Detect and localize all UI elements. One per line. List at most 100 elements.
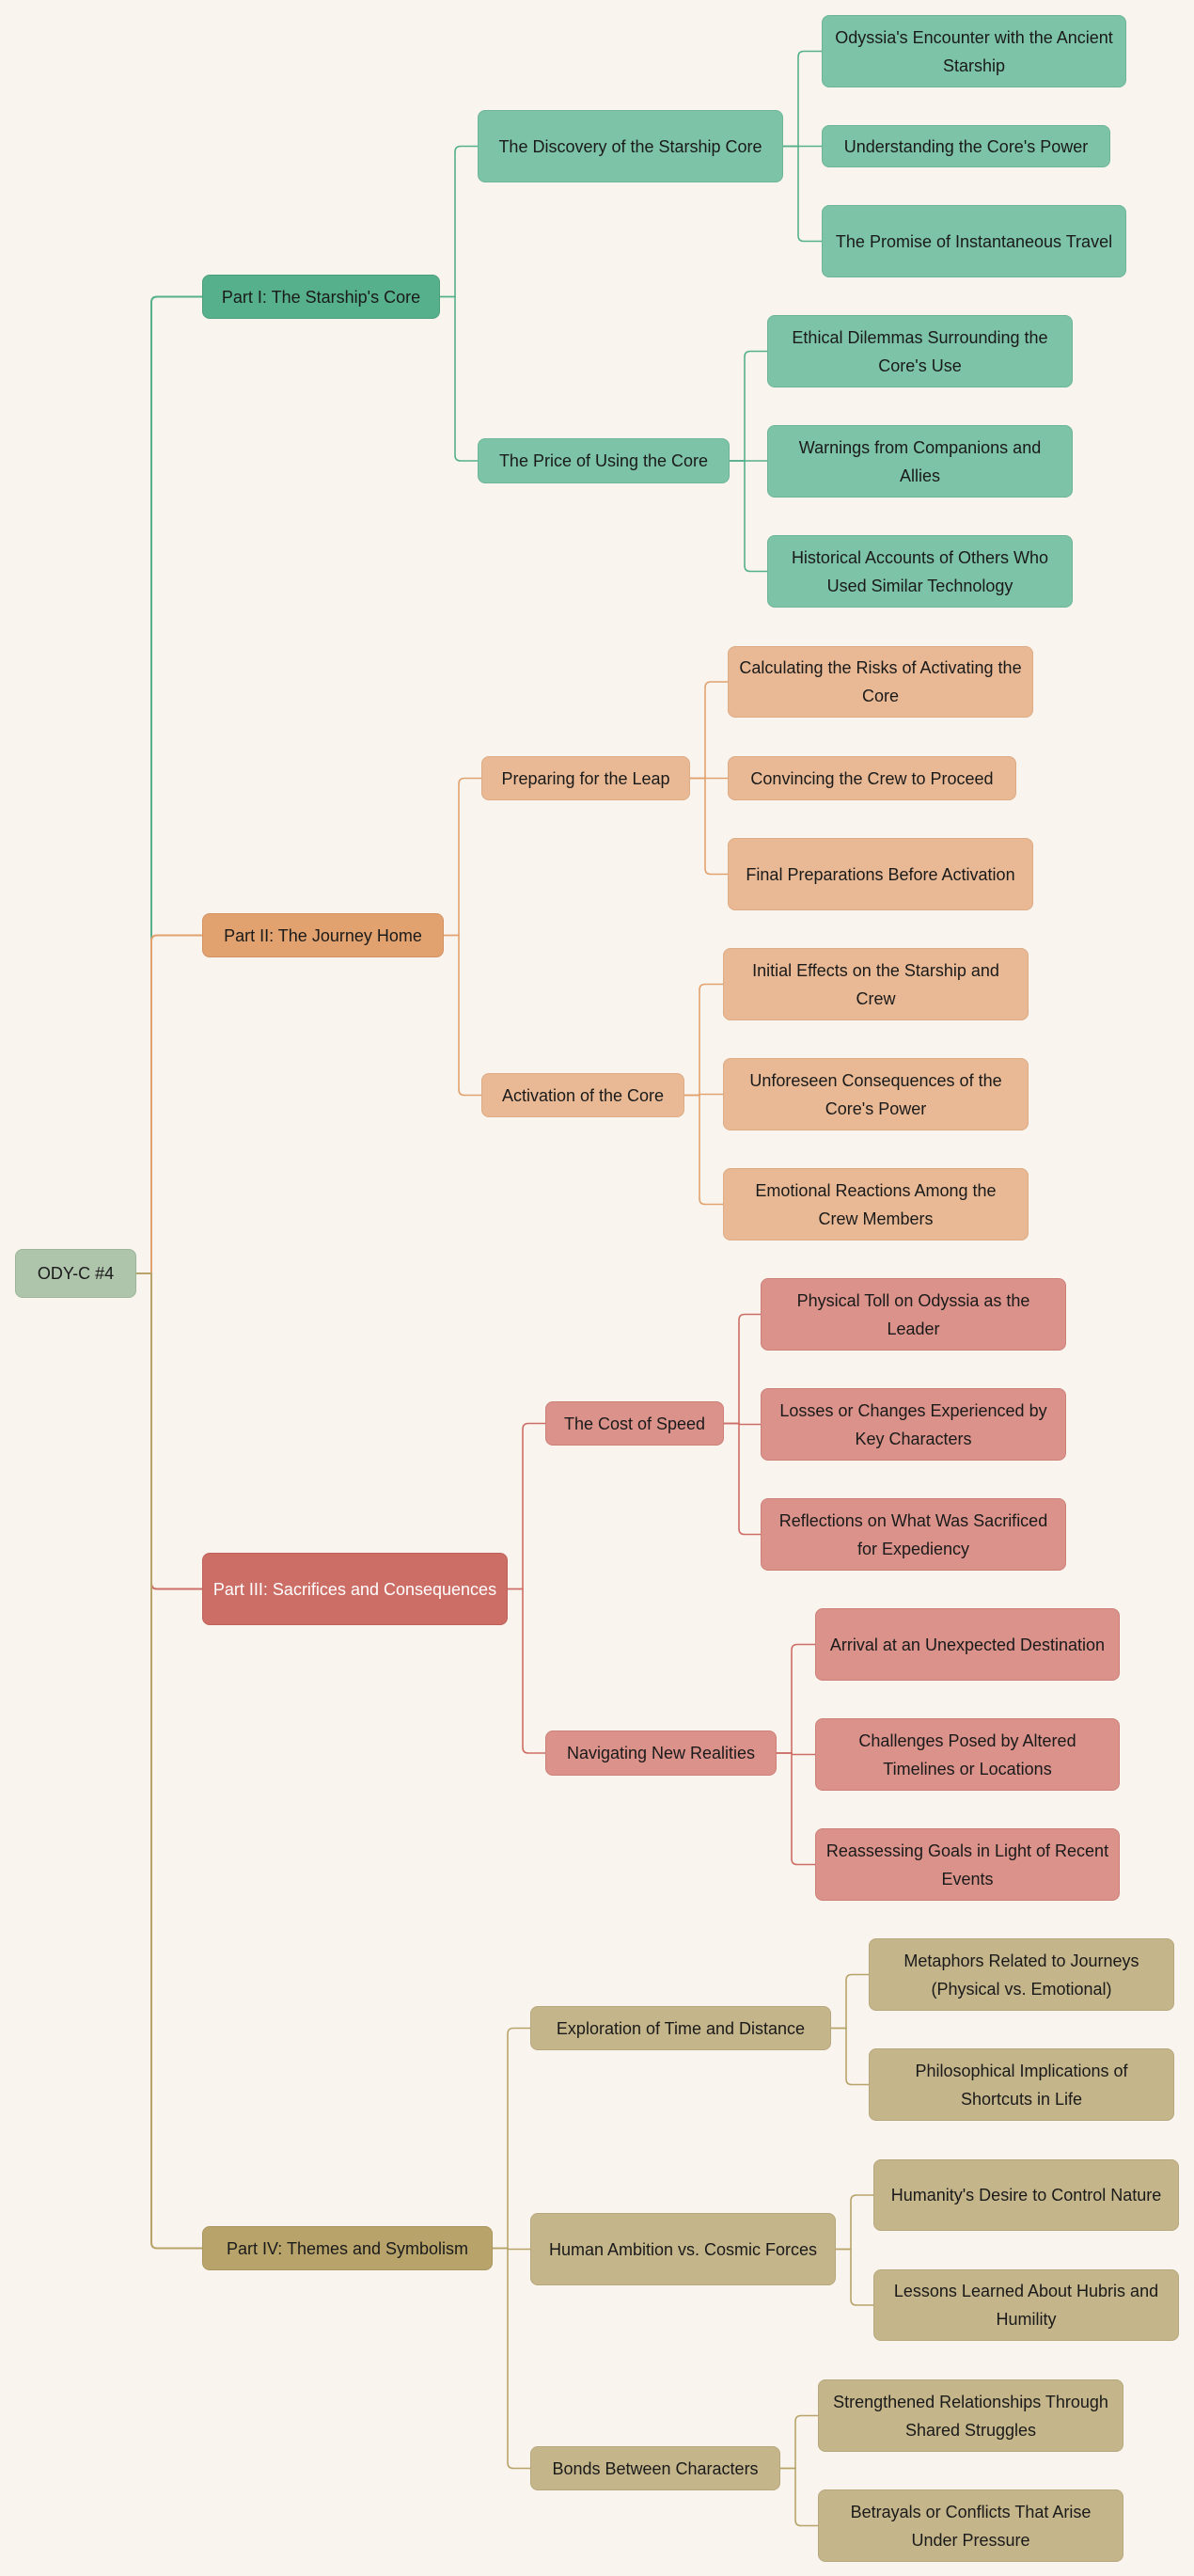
topic-node-label: Final Preparations Before Activation <box>746 864 1015 884</box>
topic-node[interactable]: The Promise of Instantaneous Travel <box>822 205 1126 277</box>
section-node-label: The Price of Using the Core <box>498 451 709 470</box>
topic-node[interactable]: Odyssia's Encounter with the Ancient Sta… <box>822 15 1126 87</box>
topic-node[interactable]: Final Preparations Before Activation <box>728 838 1033 910</box>
connector-line <box>831 2027 869 2086</box>
root-node-label: ODY-C #4 <box>37 1264 115 1283</box>
connector-line <box>136 934 202 1274</box>
section-node[interactable]: Exploration of Time and Distance <box>530 2006 831 2050</box>
topic-node[interactable]: Lessons Learned About Hubris and Humilit… <box>873 2269 1179 2341</box>
topic-node-label: Losses or Changes Experienced by Key Cha… <box>779 1400 1047 1448</box>
connector-line <box>836 2194 873 2251</box>
topic-node[interactable]: Convincing the Crew to Proceed <box>728 756 1016 800</box>
topic-node[interactable]: Arrival at an Unexpected Destination <box>815 1608 1120 1681</box>
section-node[interactable]: Human Ambition vs. Cosmic Forces <box>530 2213 836 2285</box>
section-node[interactable]: The Price of Using the Core <box>478 438 730 483</box>
topic-node-label: Betrayals or Conflicts That Arise Under … <box>850 2502 1092 2550</box>
part-node[interactable]: Part IV: Themes and Symbolism <box>202 2226 493 2270</box>
topic-node[interactable]: Metaphors Related to Journeys (Physical … <box>869 1938 1174 2011</box>
topic-node[interactable]: Historical Accounts of Others Who Used S… <box>767 535 1073 608</box>
topic-node[interactable]: Losses or Changes Experienced by Key Cha… <box>761 1388 1066 1461</box>
connector-line <box>684 983 723 1097</box>
connector-line <box>780 2467 818 2527</box>
section-node-label: Activation of the Core <box>501 1085 665 1105</box>
connector-line <box>730 350 767 462</box>
connector-line <box>440 295 478 462</box>
topic-node-label: Warnings from Companions and Allies <box>798 437 1042 485</box>
topic-node[interactable]: Physical Toll on Odyssia as the Leader <box>761 1278 1066 1351</box>
topic-node[interactable]: Challenges Posed by Altered Timelines or… <box>815 1718 1120 1791</box>
section-node-label: Human Ambition vs. Cosmic Forces <box>548 2239 818 2259</box>
topic-node-label: Physical Toll on Odyssia as the Leader <box>796 1290 1030 1338</box>
topic-node[interactable]: Betrayals or Conflicts That Arise Under … <box>818 2489 1123 2562</box>
topic-node[interactable]: Calculating the Risks of Activating the … <box>728 646 1033 718</box>
topic-node-label: Strengthened Relationships Through Share… <box>833 2392 1108 2440</box>
topic-node-label: Calculating the Risks of Activating the … <box>739 658 1022 705</box>
topic-node-label: Philosophical Implications of Shortcuts … <box>915 2061 1128 2109</box>
topic-node[interactable]: Strengthened Relationships Through Share… <box>818 2379 1123 2452</box>
topic-node-label: Reflections on What Was Sacrificed for E… <box>778 1510 1048 1558</box>
topic-node-label: Odyssia's Encounter with the Ancient Sta… <box>835 27 1113 75</box>
connector-line <box>136 1272 202 2250</box>
connector-line <box>136 1272 202 1590</box>
root-node[interactable]: ODY-C #4 <box>15 1249 136 1298</box>
connector-line <box>440 145 478 298</box>
part-node-label: Part I: The Starship's Core <box>221 287 421 307</box>
section-node[interactable]: The Discovery of the Starship Core <box>478 110 783 182</box>
connector-line <box>836 2248 873 2306</box>
section-node[interactable]: Preparing for the Leap <box>481 756 690 800</box>
connector-line <box>690 777 728 876</box>
connector-line <box>508 1422 545 1590</box>
connector-line <box>831 1973 869 2030</box>
topic-node[interactable]: Reflections on What Was Sacrificed for E… <box>761 1498 1066 1571</box>
topic-node[interactable]: Emotional Reactions Among the Crew Membe… <box>723 1168 1029 1241</box>
topic-node-label: Understanding the Core's Power <box>843 136 1089 156</box>
section-node[interactable]: The Cost of Speed <box>545 1401 724 1446</box>
topic-node-label: Unforeseen Consequences of the Core's Po… <box>749 1070 1002 1118</box>
topic-node-label: Historical Accounts of Others Who Used S… <box>791 547 1049 595</box>
section-node-label: The Discovery of the Starship Core <box>498 136 762 156</box>
connector-line <box>493 2027 530 2250</box>
connector-line <box>724 1422 761 1536</box>
part-node-label: Part II: The Journey Home <box>224 925 422 945</box>
connector-line <box>444 934 481 1097</box>
topic-node[interactable]: Warnings from Companions and Allies <box>767 425 1073 498</box>
section-node[interactable]: Activation of the Core <box>481 1073 684 1117</box>
part-node[interactable]: Part I: The Starship's Core <box>202 275 440 319</box>
topic-node[interactable]: Initial Effects on the Starship and Crew <box>723 948 1029 1020</box>
section-node[interactable]: Navigating New Realities <box>545 1731 777 1776</box>
connector-line <box>777 1752 815 1866</box>
topic-node[interactable]: Unforeseen Consequences of the Core's Po… <box>723 1058 1029 1130</box>
topic-node-label: Humanity's Desire to Control Nature <box>890 2186 1162 2205</box>
connector-line <box>780 2414 818 2470</box>
topic-node[interactable]: Ethical Dilemmas Surrounding the Core's … <box>767 315 1073 387</box>
section-node-label: Navigating New Realities <box>566 1744 756 1762</box>
part-node-label: Part IV: Themes and Symbolism <box>226 2238 469 2258</box>
connector-line <box>724 1313 761 1425</box>
topic-node[interactable]: Humanity's Desire to Control Nature <box>873 2159 1179 2231</box>
topic-node-label: Ethical Dilemmas Surrounding the Core's … <box>792 327 1048 375</box>
part-node[interactable]: Part III: Sacrifices and Consequences <box>202 1553 508 1625</box>
topic-node-label: Arrival at an Unexpected Destination <box>829 1635 1106 1654</box>
topic-node[interactable]: Understanding the Core's Power <box>822 125 1110 167</box>
topic-node[interactable]: Reassessing Goals in Light of Recent Eve… <box>815 1828 1120 1901</box>
part-node[interactable]: Part II: The Journey Home <box>202 913 444 957</box>
topic-node-label: Challenges Posed by Altered Timelines or… <box>858 1731 1076 1778</box>
connector-line <box>684 1094 723 1206</box>
connector-line <box>777 1643 815 1754</box>
topic-node-label: Lessons Learned About Hubris and Humilit… <box>893 2282 1159 2329</box>
section-node-label: Preparing for the Leap <box>501 768 670 788</box>
topic-node-label: Initial Effects on the Starship and Crew <box>752 960 999 1008</box>
topic-node-label: The Promise of Instantaneous Travel <box>835 231 1113 251</box>
topic-node-label: Emotional Reactions Among the Crew Membe… <box>755 1180 997 1228</box>
connector-line <box>783 50 822 148</box>
topic-node-label: Metaphors Related to Journeys (Physical … <box>903 1951 1139 1999</box>
topic-node[interactable]: Philosophical Implications of Shortcuts … <box>869 2048 1174 2121</box>
topic-node-label: Convincing the Crew to Proceed <box>750 768 994 788</box>
connector-line <box>508 1588 545 1754</box>
connector-line <box>493 2247 530 2470</box>
section-node-label: Exploration of Time and Distance <box>556 2018 806 2038</box>
section-node-label: The Cost of Speed <box>563 1414 706 1433</box>
section-node[interactable]: Bonds Between Characters <box>530 2446 780 2490</box>
topic-node-label: Reassessing Goals in Light of Recent Eve… <box>825 1841 1109 1889</box>
